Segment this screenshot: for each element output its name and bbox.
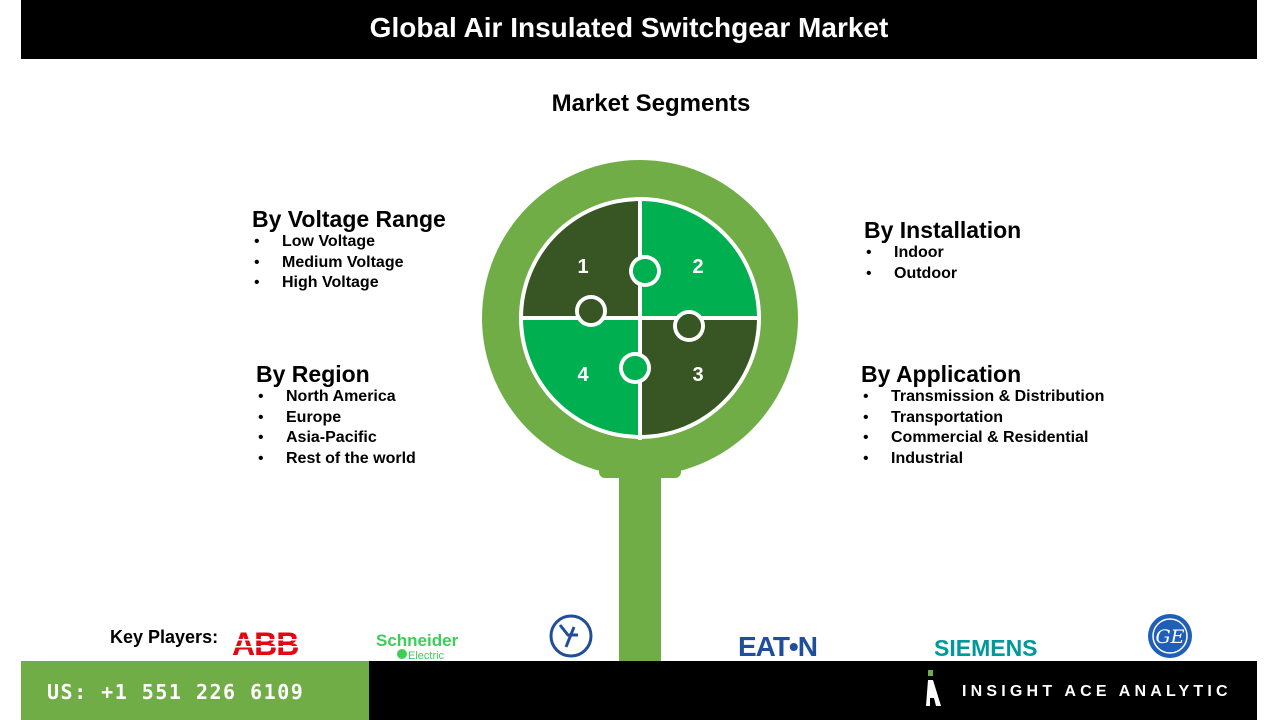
list-item: • Europe	[256, 408, 416, 429]
segment-title: By Application	[861, 361, 1022, 387]
list-item: • Indoor	[864, 243, 1021, 264]
list-item: • Low Voltage	[252, 232, 446, 253]
title-bar: Global Air Insulated Switchgear Market	[21, 0, 1257, 59]
bullet: •	[258, 388, 264, 405]
magnifier-handle	[619, 470, 661, 662]
list-item-label: Commercial & Residential	[891, 429, 1089, 446]
puzzle-number-4: 4	[577, 364, 589, 386]
bullet: •	[863, 429, 869, 446]
segment-list: • Transmission & Distribution • Transporta…	[861, 387, 1104, 469]
segment-installation: By Installation • Indoor • Outdoor	[864, 217, 1021, 284]
svg-text:Schneider: Schneider	[376, 631, 459, 650]
list-item-label: High Voltage	[282, 274, 379, 291]
phone-number: US: +1 551 226 6109	[47, 680, 305, 704]
bullet: •	[863, 449, 869, 467]
list-item-label: Industrial	[891, 449, 964, 467]
list-item-label: North America	[286, 388, 396, 405]
segment-voltage-range: By Voltage Range • Low Voltage • Medium Vo…	[252, 206, 446, 294]
bullet: •	[258, 408, 264, 426]
segment-list: • North America • Europe • Asia-Pacific • Re…	[256, 387, 416, 469]
list-item: • North America	[256, 387, 416, 408]
list-item: • High Voltage	[252, 273, 446, 294]
svg-text:GE: GE	[1155, 626, 1184, 648]
svg-text:Electric: Electric	[408, 650, 445, 662]
segment-title: By Voltage Range	[252, 206, 446, 232]
bullet: •	[866, 244, 872, 261]
segment-region: By Region • North America • Europe • Asia-P…	[256, 361, 416, 469]
bullet: •	[863, 408, 869, 426]
bullet: •	[254, 233, 260, 250]
svg-text:EAT•N: EAT•N	[738, 631, 817, 660]
svg-text:SIEMENS: SIEMENS	[934, 635, 1038, 660]
key-players-label: Key Players:	[110, 627, 219, 647]
puzzle-number-1: 1	[577, 256, 588, 278]
segment-list: • Indoor • Outdoor	[864, 243, 1021, 284]
list-item-label: Low Voltage	[282, 233, 376, 250]
list-item-label: Outdoor	[894, 264, 958, 282]
footer-contact-bar	[21, 661, 369, 720]
schneider-electric-logo: Schneider Electric	[376, 631, 459, 662]
list-item: • Industrial	[861, 449, 1104, 470]
bullet: •	[254, 253, 260, 271]
list-item: • Asia-Pacific	[256, 428, 416, 449]
bullet: •	[258, 449, 264, 467]
segment-list: • Low Voltage • Medium Voltage • High Volta…	[252, 232, 446, 294]
segment-application: By Application • Transmission & Distribut…	[861, 361, 1104, 469]
list-item: • Commercial & Residential	[861, 428, 1104, 449]
list-item: • Transmission & Distribution	[861, 387, 1104, 408]
bullet: •	[258, 429, 264, 446]
eaton-logo: EAT•N	[738, 631, 818, 660]
segment-title: By Region	[256, 361, 370, 387]
list-item-label: Rest of the world	[286, 449, 416, 467]
list-item: • Medium Voltage	[252, 253, 446, 274]
bullet: •	[863, 388, 869, 405]
list-item: • Outdoor	[864, 264, 1021, 285]
insight-ace-logo-icon	[926, 670, 941, 706]
list-item-label: Indoor	[894, 244, 944, 261]
section-subtitle: Market Segments	[551, 90, 751, 117]
siemens-logo: SIEMENS	[934, 635, 1038, 660]
lt-logo	[549, 614, 593, 658]
footer-brand-bar	[369, 661, 1257, 720]
list-item: • Rest of the world	[256, 449, 416, 470]
list-item-label: Transportation	[891, 408, 1004, 426]
segment-title: By Installation	[864, 217, 1022, 243]
page-title: Global Air Insulated Switchgear Market	[369, 12, 889, 43]
list-item-label: Asia-Pacific	[286, 429, 377, 446]
bullet: •	[866, 264, 872, 282]
bullet: •	[254, 274, 260, 291]
ge-logo: GE	[1148, 614, 1192, 658]
list-item: • Transportation	[861, 408, 1104, 429]
abb-logo: ABB	[230, 626, 304, 658]
list-item-label: Transmission & Distribution	[891, 388, 1105, 405]
puzzle-number-2: 2	[692, 256, 703, 278]
puzzle-number-3: 3	[692, 364, 703, 386]
brand-name: INSIGHT ACE ANALYTIC	[962, 683, 1232, 700]
list-item-label: Europe	[286, 408, 342, 426]
list-item-label: Medium Voltage	[282, 253, 404, 271]
svg-text:ABB: ABB	[232, 626, 298, 658]
